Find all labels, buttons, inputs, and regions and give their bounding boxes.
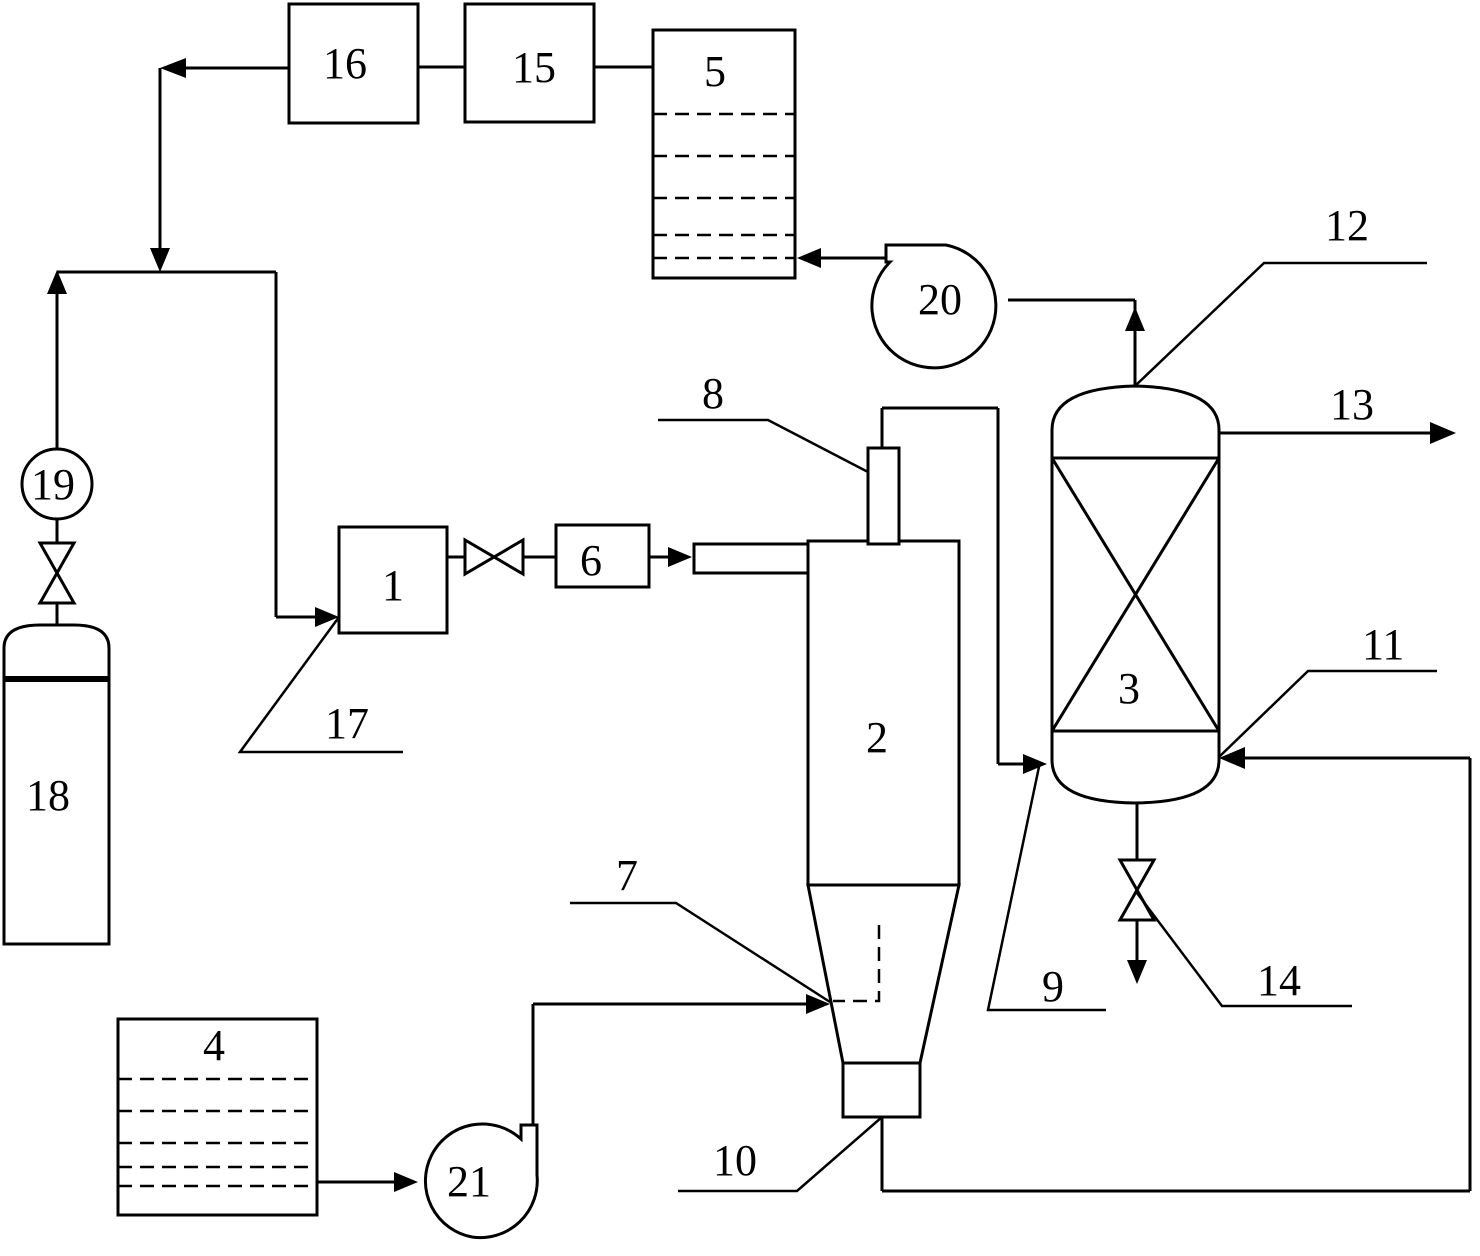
label-18: 18 — [26, 771, 70, 820]
label-20: 20 — [918, 275, 962, 324]
label-15: 15 — [512, 43, 556, 92]
gas-cylinder-18-cap — [2, 623, 111, 680]
label-2: 2 — [866, 713, 888, 762]
label-17: 17 — [325, 699, 369, 748]
blower-20 — [870, 243, 998, 370]
label-3: 3 — [1118, 664, 1140, 713]
vessel-2-body — [806, 539, 961, 887]
arrow-right-icon — [315, 607, 339, 627]
label-9: 9 — [1042, 962, 1064, 1011]
leader-line-11 — [1218, 669, 1437, 758]
arrow-right-icon — [668, 547, 692, 567]
label-14: 14 — [1257, 956, 1301, 1005]
vessel-2-cone — [806, 883, 961, 1065]
arrow-right-icon — [394, 1172, 418, 1192]
label-7: 7 — [616, 851, 638, 900]
unit-16-box — [287, 2, 420, 125]
top-outlet-8 — [866, 446, 901, 546]
internal-pipe-dashed — [833, 925, 881, 1003]
label-5: 5 — [704, 47, 726, 96]
unit-1-box — [337, 525, 449, 635]
unit-6-box — [554, 523, 651, 589]
arrow-down-icon — [1127, 960, 1147, 984]
inlet-nozzle — [692, 542, 810, 575]
arrow-right-icon — [806, 994, 830, 1014]
gas-cylinder-18 — [2, 676, 111, 946]
label-12: 12 — [1325, 201, 1369, 250]
tank-5 — [651, 28, 797, 280]
pump-21 — [423, 1122, 539, 1240]
label-19: 19 — [31, 460, 75, 509]
unit-15-box — [463, 2, 596, 124]
label-16: 16 — [323, 39, 367, 88]
label-10: 10 — [713, 1136, 757, 1185]
label-11: 11 — [1362, 620, 1404, 669]
leader-line-10 — [678, 1116, 883, 1193]
leader-line-12 — [1134, 261, 1427, 387]
label-8: 8 — [702, 369, 724, 418]
valve-icon — [463, 537, 525, 577]
leader-line-9 — [986, 761, 1106, 1012]
arrow-down-icon — [150, 248, 170, 272]
leader-line-7 — [570, 901, 831, 1004]
arrow-left-icon — [1219, 747, 1245, 769]
tank-4 — [116, 1017, 319, 1217]
arrow-left-icon — [160, 58, 186, 78]
valve-icon — [37, 541, 77, 605]
vessel-2-outlet — [841, 1061, 922, 1119]
label-21: 21 — [447, 1157, 491, 1206]
packing-cross — [1050, 457, 1221, 732]
arrow-right-icon — [1430, 422, 1456, 444]
label-1: 1 — [382, 561, 404, 610]
leader-line-14 — [1136, 892, 1352, 1008]
label-13: 13 — [1330, 380, 1374, 429]
valve-icon — [1117, 858, 1157, 922]
label-4: 4 — [203, 1021, 225, 1070]
arrow-right-icon — [1023, 754, 1047, 774]
arrow-left-icon — [797, 248, 821, 268]
leader-line-17 — [237, 616, 403, 754]
arrow-up-icon — [47, 270, 67, 294]
label-6: 6 — [580, 536, 602, 585]
leader-line-8 — [658, 418, 869, 474]
